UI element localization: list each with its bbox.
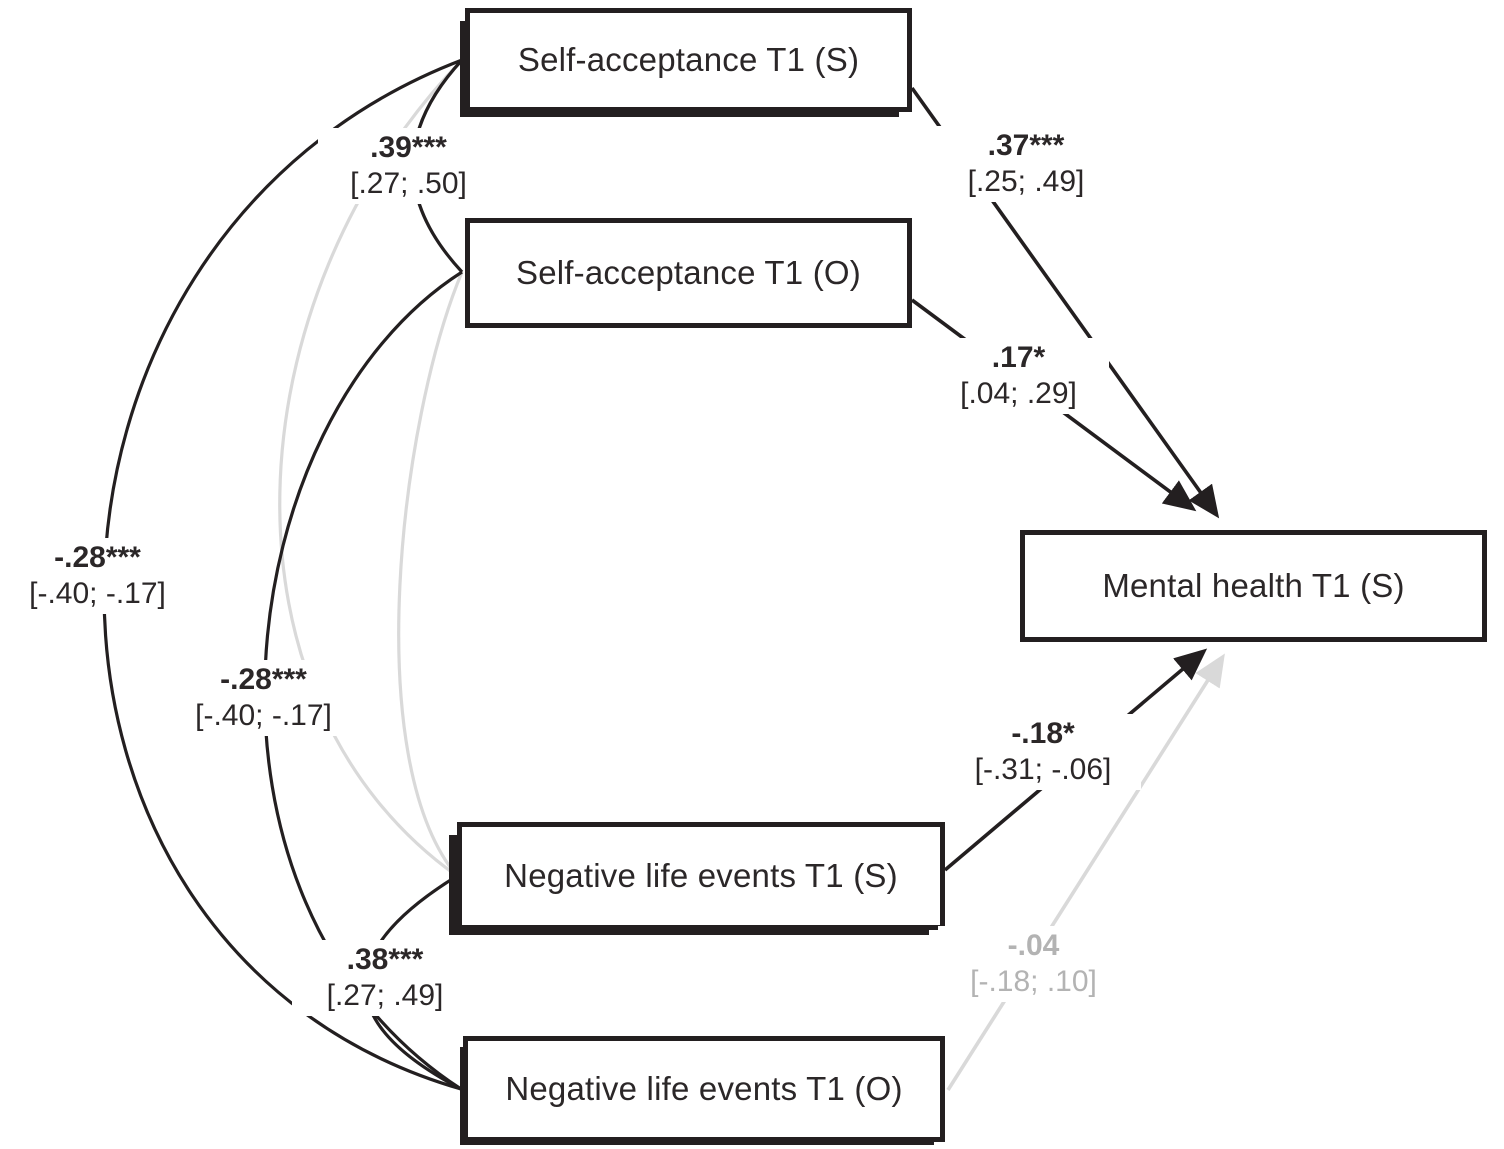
label-path-sas-mh: .37*** [.25; .49] [928, 126, 1124, 202]
estimate-text: .37*** [987, 129, 1065, 162]
node-negative-life-events-t1-o: Negative life events T1 (O) [463, 1036, 945, 1142]
label-covariance-sao-nleo: -.28*** [-.40; -.17] [168, 660, 359, 736]
estimate-text: .17* [991, 341, 1046, 374]
confidence-interval-text: [.25; .49] [967, 165, 1085, 198]
confidence-interval-text: [.27; .50] [350, 167, 467, 200]
label-path-sao-mh: .17* [.04; .29] [928, 338, 1109, 414]
label-path-nles-mh: -.18* [-.31; -.06] [945, 714, 1141, 790]
node-self-acceptance-t1-o: Self-acceptance T1 (O) [465, 218, 912, 328]
confidence-interval-text: [-.31; -.06] [974, 753, 1112, 786]
node-self-acceptance-t1-s: Self-acceptance T1 (S) [465, 8, 912, 112]
estimate-text: .38*** [346, 943, 424, 976]
covariance-arc-sao-nles [397, 271, 464, 878]
estimate-text: -.28*** [54, 541, 141, 574]
confidence-interval-text: [.27; .49] [326, 979, 444, 1012]
label-path-nleo-mh: -.04 [-.18; .10] [938, 926, 1129, 1002]
label-covariance-sas-nleo: -.28*** [-.40; -.17] [2, 538, 193, 614]
label-covariance-sas-sao: .39*** [.27; .50] [318, 128, 499, 204]
estimate-text: -.04 [1007, 929, 1060, 962]
estimate-text: -.28*** [220, 663, 307, 696]
confidence-interval-text: [.04; .29] [960, 377, 1077, 410]
node-negative-life-events-t1-s: Negative life events T1 (S) [457, 822, 945, 930]
confidence-interval-text: [-.40; -.17] [29, 577, 166, 610]
estimate-text: .39*** [370, 131, 447, 164]
path-arrow-nleo-mh [946, 653, 1225, 1091]
confidence-interval-text: [-.18; .10] [970, 965, 1097, 998]
estimate-text: -.18* [1011, 717, 1075, 750]
confidence-interval-text: [-.40; -.17] [195, 699, 332, 732]
label-covariance-nles-nleo: .38*** [.27; .49] [292, 940, 478, 1016]
node-mental-health-t1-s: Mental health T1 (S) [1020, 530, 1487, 642]
